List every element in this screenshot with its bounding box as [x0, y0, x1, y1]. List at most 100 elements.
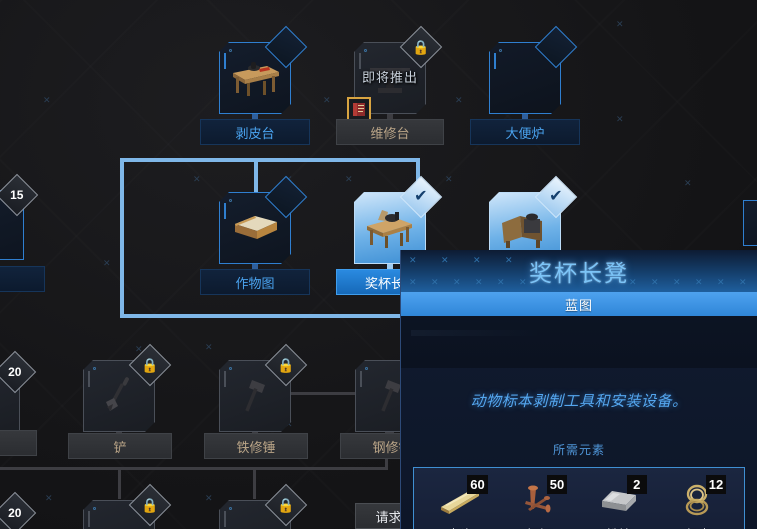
level-text: 20: [8, 505, 22, 520]
ingredient-item[interactable]: 12 绳索: [662, 475, 734, 529]
node-corner-accent: [224, 371, 226, 387]
tooltip-requirements-title: 所需元素: [552, 443, 605, 457]
tooltip-title: 奖杯长凳: [529, 260, 629, 286]
shovel-icon: [84, 361, 154, 431]
node-corner-dot: [229, 199, 232, 202]
label-text: 作物图: [235, 275, 275, 291]
wood-plank-icon: 60: [436, 475, 488, 521]
bg-marker: ✕: [455, 95, 463, 105]
header-marker: ✕: [473, 255, 481, 265]
tech-node-dung-furnace[interactable]: [489, 25, 578, 132]
bg-marker: ✕: [323, 95, 331, 105]
tech-node-label-iron-repair-hammer[interactable]: 铁修锤: [204, 433, 308, 459]
rope-coil-icon: 12: [674, 475, 727, 521]
ingredient-name: 铜钉: [527, 524, 552, 529]
node-frame[interactable]: [219, 360, 291, 432]
node-corner-accent: [224, 511, 226, 527]
tech-node-label-dung-furnace[interactable]: 大便炉: [470, 119, 580, 145]
check-glyph: ✔: [549, 188, 563, 205]
tech-node-label-skinning-table[interactable]: 剥皮台: [200, 119, 310, 145]
ingredient-list: 60 木头 50 铜钉: [413, 467, 745, 529]
tech-node-bottom-mid[interactable]: 🔒: [219, 483, 308, 529]
node-corner-dot: [365, 367, 368, 370]
tooltip-subtitle: 蓝图: [564, 297, 593, 313]
ingredient-name: 铁锭: [606, 524, 631, 529]
copper-nails-icon: 50: [515, 475, 568, 521]
lock-glyph: 🔒: [277, 357, 295, 373]
ingredient-count: 60: [467, 475, 488, 494]
header-marker: ✕: [409, 277, 417, 287]
tech-node-bottom-left[interactable]: 🔒: [83, 483, 172, 529]
ingredient-item[interactable]: 50 铜钉: [503, 475, 575, 529]
bg-marker: ✕: [345, 174, 353, 184]
lock-glyph: 🔒: [141, 497, 159, 513]
bg-marker: ✕: [43, 95, 51, 105]
ingredient-name: 绳索: [686, 524, 711, 529]
bg-marker: ✕: [616, 114, 624, 124]
check-glyph: ✔: [414, 188, 428, 205]
tech-node-skinning-table[interactable]: [219, 25, 308, 132]
connector-vertical-dim: [253, 469, 256, 499]
header-marker: ✕: [431, 277, 439, 287]
blueprint-tooltip-panel: ✕ ✕ ✕ ✕ ✕ ✕ ✕ ✕ ✕ ✕ ✕ ✕ ✕ ✕ ✕ ✕ 奖杯长凳 蓝图 …: [400, 250, 757, 529]
bg-marker: ✕: [205, 493, 213, 503]
tooltip-header: ✕ ✕ ✕ ✕ ✕ ✕ ✕ ✕ ✕ ✕ ✕ ✕ ✕ ✕ ✕ ✕ 奖杯长凳: [401, 250, 757, 292]
tooltip-subtitle-bar: 蓝图: [401, 292, 757, 316]
tooltip-description: 动物标本剥制工具和安装设备。: [470, 393, 688, 410]
label-text: 铁修锤: [236, 439, 276, 455]
bg-marker: ✕: [103, 258, 111, 268]
node-corner-accent: [494, 53, 496, 69]
label-text: 维修台: [370, 125, 410, 141]
planter-box-icon: [220, 193, 290, 263]
tech-node-iron-repair-hammer[interactable]: 🔒: [219, 343, 308, 448]
header-marker: ✕: [475, 277, 483, 287]
iron-ingot-icon: 2: [595, 475, 647, 521]
tech-node-label-shovel[interactable]: 铲: [68, 433, 172, 459]
edge-tech-node-right[interactable]: [743, 200, 757, 246]
hammer-icon: [220, 361, 290, 431]
level-text: 20: [8, 364, 22, 379]
bg-marker: ✕: [205, 342, 213, 352]
edge-tech-node-label-left-15[interactable]: [0, 266, 45, 292]
book-icon[interactable]: [347, 97, 371, 121]
header-marker: ✕: [739, 277, 747, 287]
tech-node-label-repair-bench[interactable]: 维修台: [336, 119, 444, 145]
lock-glyph: 🔒: [277, 497, 295, 513]
hammer-icon: [356, 361, 426, 431]
tech-node-repair-bench[interactable]: 即将推出 🔒: [347, 25, 443, 132]
bg-marker: ✕: [684, 178, 692, 188]
label-text: 铲: [113, 439, 127, 455]
level-text: 15: [10, 187, 24, 202]
workbench-table-icon: [220, 43, 290, 113]
header-marker: ✕: [505, 255, 513, 265]
ingredient-item[interactable]: 60 木头: [424, 475, 496, 529]
node-badge-level-20-b: 20: [0, 491, 37, 529]
tech-node-shovel[interactable]: 🔒: [83, 343, 172, 448]
forge-icon: [490, 193, 560, 263]
lock-glyph: 🔒: [141, 357, 159, 373]
node-corner-accent: [224, 203, 226, 219]
header-marker: ✕: [441, 255, 449, 265]
bg-marker: ✕: [193, 174, 201, 184]
header-marker: ✕: [497, 277, 505, 287]
node-corner-dot: [499, 49, 502, 52]
edge-tech-node-label-left-20-a[interactable]: [0, 430, 37, 456]
ingredient-count: 12: [705, 475, 727, 494]
connector-horizontal-dim: [0, 467, 120, 470]
connector-vertical: [120, 158, 124, 318]
node-corner-dot: [364, 49, 367, 52]
header-marker: ✕: [453, 277, 461, 287]
label-text: 大便炉: [505, 125, 545, 141]
taxidermy-bench-icon: [355, 193, 425, 263]
node-corner-dot: [93, 367, 96, 370]
tech-node-crop-plot[interactable]: [219, 175, 308, 282]
node-corner-accent: [359, 53, 361, 69]
bg-marker: ✕: [445, 174, 453, 184]
ingredient-count: 2: [626, 475, 647, 494]
header-marker: ✕: [519, 277, 527, 287]
header-marker: ✕: [629, 277, 637, 287]
tech-node-label-crop-plot[interactable]: 作物图: [200, 269, 310, 295]
ingredient-item[interactable]: 2 铁锭: [583, 475, 655, 529]
connector-horizontal: [120, 314, 460, 318]
